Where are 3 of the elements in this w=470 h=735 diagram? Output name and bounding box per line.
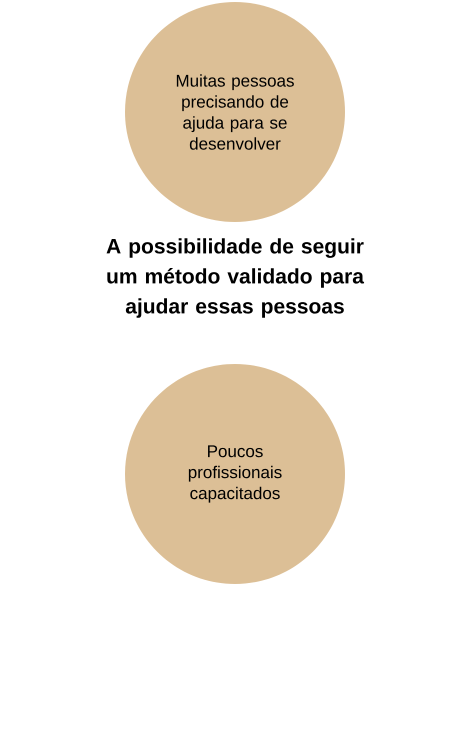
circle-node: Muitas pessoas precisando de ajuda para se desenvolver [125, 2, 345, 222]
circle-node: Poucos profissionais capacitados [125, 364, 345, 584]
heading-text: A possibilidade de seguir um método validado para ajudar essas pessoas [106, 238, 364, 318]
